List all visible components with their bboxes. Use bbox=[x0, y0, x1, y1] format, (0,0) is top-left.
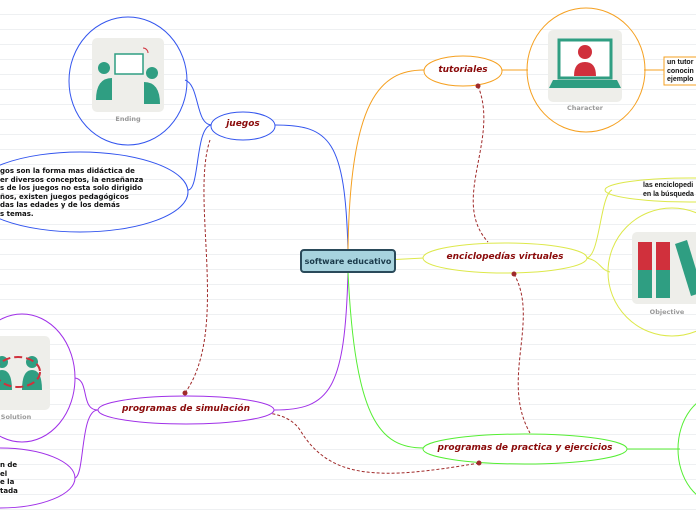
node-juegos[interactable]: juegos bbox=[226, 119, 260, 129]
branch-simulacion bbox=[273, 271, 349, 411]
node-practica[interactable]: programas de practica y ejercicios bbox=[437, 443, 613, 453]
branch-juegos bbox=[274, 124, 349, 251]
branch-tutoriales bbox=[347, 69, 425, 251]
solution-caption: Solution bbox=[0, 413, 32, 421]
ending-caption: Ending bbox=[115, 115, 141, 123]
character-image bbox=[548, 30, 622, 102]
ending-image bbox=[92, 38, 164, 112]
branch-practica bbox=[347, 271, 425, 449]
central-topic[interactable]: software educativo bbox=[300, 249, 396, 273]
node-simulacion[interactable]: programas de simulación bbox=[121, 404, 251, 414]
character-caption: Character bbox=[567, 104, 603, 112]
node-enciclopedias[interactable]: enciclopedías virtuales bbox=[446, 252, 564, 262]
objective-caption: Objective bbox=[649, 308, 685, 316]
objective-image bbox=[632, 232, 696, 304]
solution-image bbox=[0, 336, 50, 410]
node-tutoriales[interactable]: tutoriales bbox=[438, 65, 488, 75]
